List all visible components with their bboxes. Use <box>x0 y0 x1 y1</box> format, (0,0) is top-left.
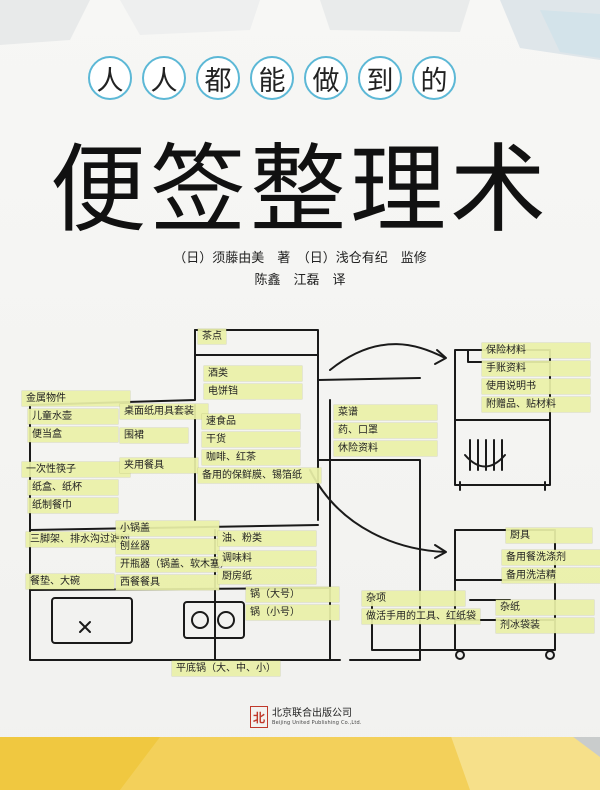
sticky-note: 备用的保鲜膜、锡箔纸 <box>198 468 321 483</box>
sticky-note: 做活手用的工具、红纸袋 <box>362 609 480 624</box>
sticky-note: 速食品 <box>202 414 300 429</box>
sticky-note: 使用说明书 <box>482 379 590 394</box>
sticky-note: 三脚架、排水沟过滤网 <box>26 532 130 547</box>
sticky-note: 桌面纸用具套装 <box>120 404 208 419</box>
sticky-note: 备用洗洁精 <box>502 568 600 583</box>
sticky-note: 便当盒 <box>28 427 118 442</box>
sticky-note: 菜谱 <box>334 405 437 420</box>
publisher-mark: 北 北京联合出版公司 Beijing United Publishing Co.… <box>250 706 362 728</box>
sticky-note: 厨具 <box>506 528 592 543</box>
publisher-logo: 北 <box>250 706 268 728</box>
sticky-note: 酒类 <box>204 366 302 381</box>
sticky-note: 电饼铛 <box>204 384 302 399</box>
sticky-note: 咖啡、红茶 <box>202 450 300 465</box>
sticky-note: 平底锅（大、中、小） <box>172 661 280 676</box>
sticky-note: 附赠品、贴材料 <box>482 397 590 412</box>
sticky-note: 茶点 <box>198 329 226 344</box>
sticky-note: 夹用餐具 <box>120 458 198 473</box>
subtitle-char: 人 <box>88 56 132 100</box>
translator-line: 陈鑫 江磊 译 <box>254 273 346 288</box>
subtitle-char: 的 <box>412 56 456 100</box>
sticky-note: 纸制餐巾 <box>28 498 118 513</box>
author-line: （日）须藤由美 著 （日）浅仓有纪 监修 <box>173 251 427 266</box>
sticky-note: 备用餐洗涤剂 <box>502 550 600 565</box>
subtitle-char: 做 <box>304 56 348 100</box>
sticky-note: 一次性筷子 <box>22 462 130 477</box>
sticky-note: 小锅盖 <box>116 521 219 536</box>
sticky-note: 休险资料 <box>334 441 437 456</box>
sticky-note: 厨房纸 <box>218 569 316 584</box>
subtitle-char: 到 <box>358 56 402 100</box>
sticky-note: 西餐餐具 <box>116 575 219 590</box>
sticky-note: 调味料 <box>218 551 316 566</box>
sticky-note: 锅（小号） <box>246 605 339 620</box>
sticky-note: 围裙 <box>120 428 188 443</box>
subtitle-char: 都 <box>196 56 240 100</box>
sticky-note: 杂纸 <box>496 600 594 615</box>
sticky-note: 剂冰袋装 <box>496 618 594 633</box>
publisher-name: 北京联合出版公司 <box>272 708 352 719</box>
subtitle-char: 能 <box>250 56 294 100</box>
sticky-note: 药、口罩 <box>334 423 437 438</box>
subtitle-char: 人 <box>142 56 186 100</box>
subtitle-row: 人 人 都 能 做 到 的 <box>88 56 456 100</box>
sticky-note: 锅（大号） <box>246 587 339 602</box>
sticky-note: 金属物件 <box>22 391 130 406</box>
sticky-note: 儿童水壶 <box>28 409 118 424</box>
sticky-note: 纸盒、纸杯 <box>28 480 118 495</box>
sticky-note: 开瓶器（锅盖、软木塞） <box>116 557 230 572</box>
sticky-note: 保险材料 <box>482 343 590 358</box>
author-credits: （日）须藤由美 著 （日）浅仓有纪 监修 陈鑫 江磊 译 <box>0 248 600 292</box>
sticky-note: 手账资料 <box>482 361 590 376</box>
sticky-note: 餐垫、大碗 <box>26 574 114 589</box>
background-tiles <box>0 0 600 60</box>
sticky-note: 干货 <box>202 432 300 447</box>
sticky-note: 刨丝器 <box>116 539 219 554</box>
book-title: 便签整理术 <box>50 134 550 246</box>
sticky-note: 杂项 <box>362 591 465 606</box>
publisher-name-en: Beijing United Publishing Co.,Ltd. <box>272 720 362 726</box>
sticky-note: 油、粉类 <box>218 531 316 546</box>
bottom-color-band <box>0 737 600 790</box>
